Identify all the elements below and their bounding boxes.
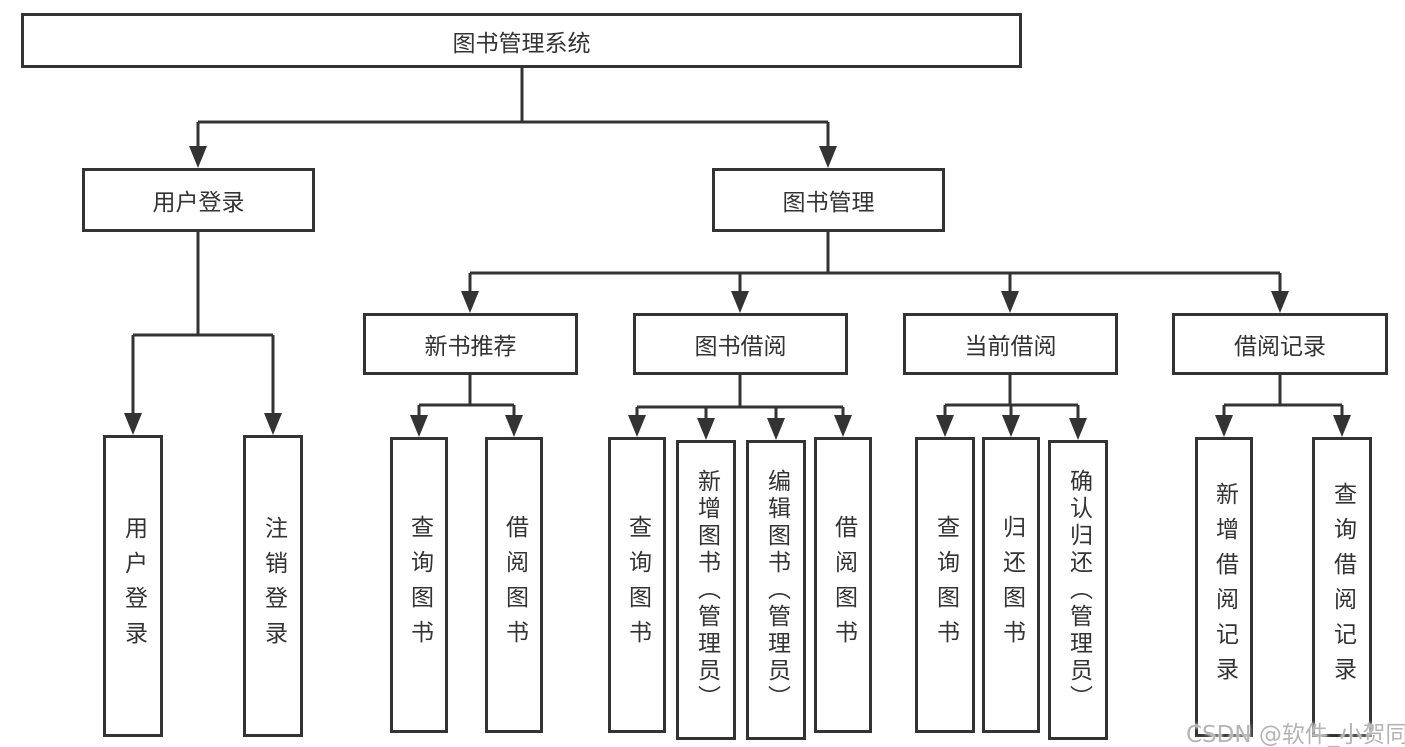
leaf-logout: 注销登录	[243, 435, 303, 737]
leaf-borrow-query: 查询图书	[608, 437, 666, 733]
node-user-login: 用户登录	[82, 168, 315, 232]
node-borrow-records: 借阅记录	[1172, 313, 1388, 375]
leaf-current-query: 查询图书	[915, 437, 975, 733]
leaf-current-return: 归还图书	[982, 437, 1040, 733]
leaf-current-confirm-admin: 确认归还（管理员）	[1048, 440, 1108, 740]
leaf-borrow-add-admin: 新增图书（管理员）	[676, 440, 736, 740]
leaf-borrow-borrow: 借阅图书	[814, 437, 872, 733]
leaf-user-login: 用户登录	[103, 435, 163, 737]
leaf-newbook-borrow: 借阅图书	[485, 437, 543, 733]
leaf-borrow-edit-admin: 编辑图书（管理员）	[746, 440, 806, 740]
csdn-watermark: CSDN @软件_小贺同学	[1186, 722, 1405, 747]
leaf-newbook-query: 查询图书	[390, 437, 448, 733]
node-book-borrow: 图书借阅	[633, 313, 848, 375]
leaf-record-query: 查询借阅记录	[1312, 437, 1372, 737]
node-book-management: 图书管理	[712, 168, 945, 232]
arrowheads	[124, 146, 1351, 440]
node-new-book-recommend: 新书推荐	[363, 313, 578, 375]
leaf-record-add: 新增借阅记录	[1195, 437, 1253, 737]
node-current-borrow: 当前借阅	[903, 313, 1118, 375]
node-root-system: 图书管理系统	[21, 13, 1022, 68]
